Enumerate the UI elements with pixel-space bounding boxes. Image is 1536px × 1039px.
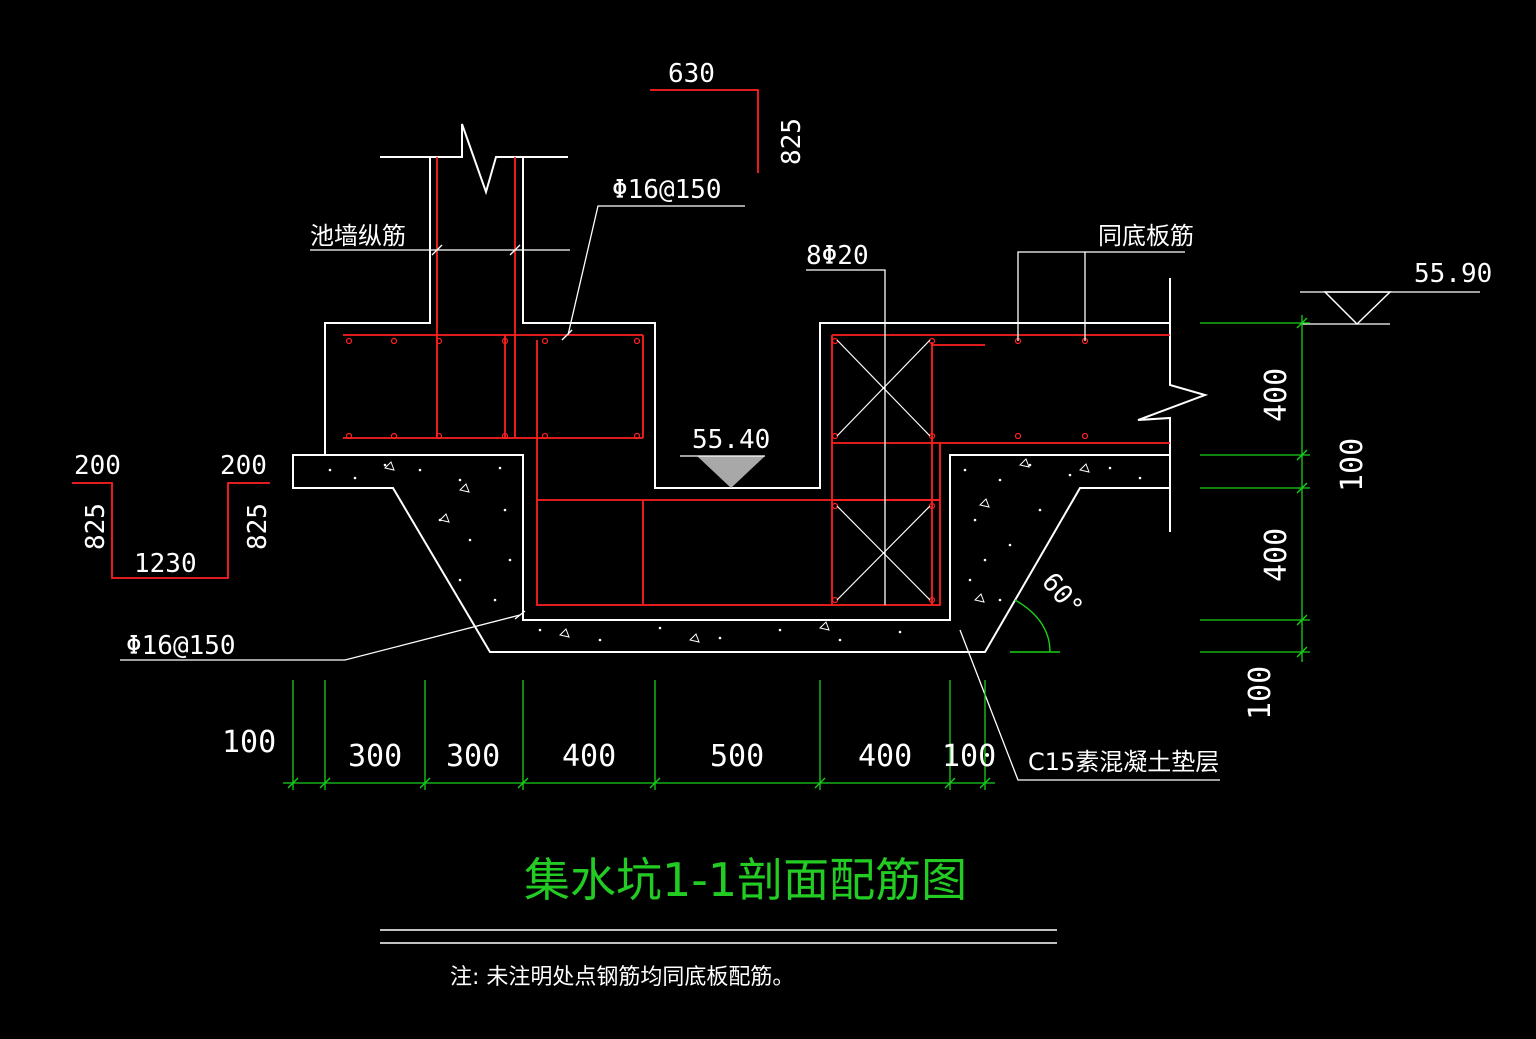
hook-length: 630 — [668, 59, 715, 89]
u-right-top: 200 — [220, 451, 267, 481]
dim-h-5: 400 — [858, 739, 912, 774]
drawing-title: 集水坑1-1剖面配筋图 — [524, 853, 967, 907]
dim-h-0: 100 — [222, 725, 276, 760]
u-left-leg: 825 — [81, 503, 111, 550]
label-top-bar: Φ16@150 — [612, 175, 722, 205]
elevation-marker-pit — [697, 456, 765, 488]
dim-h-6: 100 — [942, 739, 996, 774]
cushion-hatch — [328, 463, 1142, 642]
drawing-note: 注: 未注明处点钢筋均同底板配筋。 — [450, 965, 794, 990]
dim-h-4: 500 — [710, 739, 764, 774]
corner-cross-bars — [836, 339, 931, 601]
u-bottom: 1230 — [134, 549, 197, 579]
label-corner-bar: 8Φ20 — [806, 241, 869, 271]
elevation-pit: 55.40 — [692, 425, 770, 455]
elevation-marker-top — [1323, 291, 1392, 326]
dimension-lines — [283, 315, 1310, 790]
dim-h-2: 300 — [446, 739, 500, 774]
label-cushion: C15素混凝土垫层 — [1028, 748, 1219, 776]
u-left-top: 200 — [74, 451, 121, 481]
rebar-dots — [345, 337, 1089, 604]
cushion-triangles — [384, 458, 1090, 643]
label-same-slab: 同底板筋 — [1098, 222, 1194, 250]
bar-shapes — [72, 89, 759, 579]
rebar — [343, 157, 1170, 606]
dim-v-2: 400 — [1259, 528, 1294, 582]
dim-h-1: 300 — [348, 739, 402, 774]
label-bottom-bar: Φ16@150 — [126, 631, 236, 661]
elevation-top: 55.90 — [1414, 259, 1492, 289]
label-wall-rebar: 池墙纵筋 — [310, 222, 406, 250]
hook-leg: 825 — [777, 118, 807, 165]
u-right-leg: 825 — [243, 503, 273, 550]
label-angle: 60° — [1035, 567, 1088, 622]
dim-v-0: 400 — [1259, 368, 1294, 422]
concrete-outline — [292, 123, 1209, 653]
dim-h-3: 400 — [562, 739, 616, 774]
dim-v-3: 100 — [1243, 666, 1278, 720]
dim-v-1: 100 — [1335, 438, 1370, 492]
angle-mark — [1010, 599, 1060, 653]
leaders — [120, 205, 1480, 781]
